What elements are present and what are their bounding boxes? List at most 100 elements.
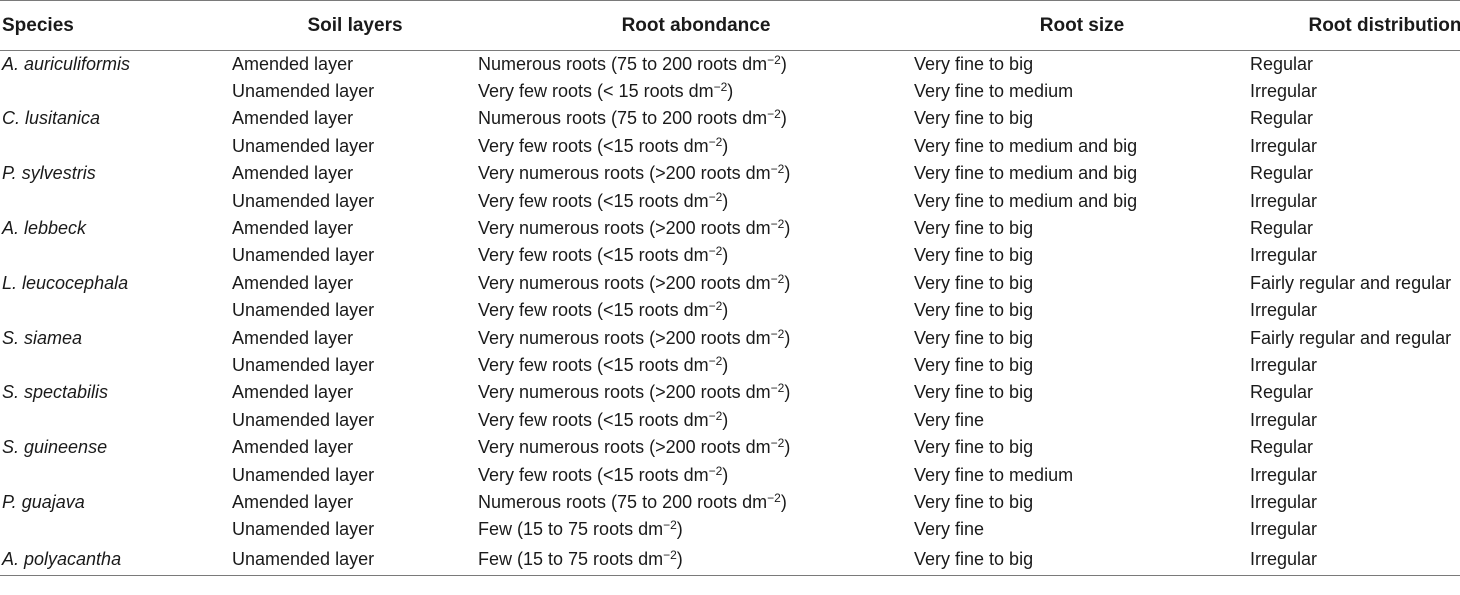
root-size-cell: Very fine to medium and big [914, 163, 1138, 184]
table-header: Species Soil layers Root abondance Root … [0, 0, 1460, 51]
root-abondance-cell: Numerous roots (75 to 200 roots dm−2) [478, 51, 914, 78]
root-abondance-cell: Very few roots (<15 roots dm−2) [478, 461, 914, 488]
root-size-cell: Very fine to big [914, 327, 1034, 348]
unit-exponent: −2 [708, 353, 723, 368]
header-root-distribution: Root distribution [1250, 0, 1460, 51]
soil-layer-cell: Unamended layer [232, 519, 375, 540]
root-abondance-cell: Very numerous roots (>200 roots dm−2) [478, 324, 914, 351]
species-cell: L. leucocephala [2, 272, 129, 293]
abondance-close: ) [676, 548, 683, 569]
root-distribution-cell: Fairly regular and regular [1250, 272, 1452, 293]
abondance-text: Very numerous roots (>200 roots dm [478, 272, 771, 293]
species-cell [0, 352, 232, 379]
unit-exponent: −2 [708, 299, 723, 314]
species-cell [0, 242, 232, 269]
unit-exponent: −2 [663, 547, 677, 562]
unit-exponent: −2 [770, 162, 785, 177]
abondance-text: Numerous roots (75 to 200 roots dm [478, 491, 768, 512]
table-row: Unamended layer Very few roots (<15 roots… [0, 461, 1460, 488]
root-abondance-cell: Very numerous roots (>200 roots dm−2) [478, 434, 914, 461]
root-size-cell: Very fine to big [914, 245, 1034, 266]
table-row: C. lusitanica Amended layer Numerous roots… [0, 105, 1460, 132]
root-size-cell: Very fine to big [914, 543, 1250, 576]
root-distribution-cell: Irregular [1250, 300, 1318, 321]
species-cell [0, 78, 232, 105]
soil-layer-cell: Unamended layer [232, 543, 478, 576]
abondance-close: ) [722, 135, 729, 156]
soil-layer-cell: Amended layer [232, 491, 354, 512]
root-distribution-cell: Regular [1250, 53, 1314, 74]
root-size-cell: Very fine to medium and big [914, 190, 1138, 211]
species-cell: C. lusitanica [2, 108, 101, 129]
abondance-text: Very numerous roots (>200 roots dm [478, 163, 771, 184]
unit-exponent: −2 [770, 436, 785, 451]
root-distribution-cell: Irregular [1250, 409, 1318, 430]
root-distribution-cell: Fairly regular and regular [1250, 327, 1452, 348]
root-abondance-cell: Few (15 to 75 roots dm−2) [478, 543, 914, 576]
root-abondance-cell: Very few roots (< 15 roots dm−2) [478, 78, 914, 105]
soil-layer-cell: Amended layer [232, 108, 354, 129]
root-abondance-cell: Very few roots (<15 roots dm−2) [478, 133, 914, 160]
root-characteristics-table: Species Soil layers Root abondance Root … [0, 0, 1460, 576]
header-row: Species Soil layers Root abondance Root … [0, 0, 1460, 51]
root-abondance-cell: Very few roots (<15 roots dm−2) [478, 187, 914, 214]
header-root-size: Root size [914, 0, 1250, 51]
root-distribution-cell: Irregular [1250, 464, 1318, 485]
abondance-text: Few (15 to 75 roots dm [478, 519, 664, 540]
abondance-text: Very few roots (<15 roots dm [478, 354, 709, 375]
root-size-cell: Very fine to big [914, 354, 1034, 375]
abondance-close: ) [722, 300, 729, 321]
unit-exponent: −2 [708, 463, 723, 478]
root-abondance-cell: Very few roots (<15 roots dm−2) [478, 297, 914, 324]
abondance-close: ) [780, 108, 787, 129]
unit-exponent: −2 [770, 381, 785, 396]
root-size-cell: Very fine [914, 519, 985, 540]
root-distribution-cell: Irregular [1250, 491, 1318, 512]
root-size-cell: Very fine to big [914, 108, 1034, 129]
species-cell [0, 133, 232, 160]
abondance-close: ) [784, 382, 791, 403]
root-abondance-cell: Very numerous roots (>200 roots dm−2) [478, 160, 914, 187]
root-abondance-cell: Very numerous roots (>200 roots dm−2) [478, 270, 914, 297]
abondance-close: ) [722, 464, 729, 485]
unit-exponent: −2 [770, 271, 785, 286]
root-abondance-cell: Very numerous roots (>200 roots dm−2) [478, 215, 914, 242]
root-distribution-cell: Regular [1250, 437, 1314, 458]
soil-layer-cell: Amended layer [232, 327, 354, 348]
abondance-text: Very numerous roots (>200 roots dm [478, 327, 771, 348]
unit-exponent: −2 [767, 107, 781, 122]
abondance-close: ) [784, 327, 791, 348]
species-cell: S. guineense [2, 437, 108, 458]
abondance-text: Very few roots (<15 roots dm [478, 409, 709, 430]
abondance-close: ) [722, 245, 729, 266]
soil-layer-cell: Amended layer [232, 382, 354, 403]
root-size-cell: Very fine to big [914, 53, 1034, 74]
abondance-text: Very numerous roots (>200 roots dm [478, 437, 771, 458]
root-abondance-cell: Numerous roots (75 to 200 roots dm−2) [478, 105, 914, 132]
soil-layer-cell: Unamended layer [232, 245, 375, 266]
root-distribution-cell: Irregular [1250, 519, 1318, 540]
abondance-text: Numerous roots (75 to 200 roots dm [478, 108, 768, 129]
abondance-close: ) [722, 190, 729, 211]
species-cell: A. auriculiformis [2, 53, 131, 74]
abondance-close: ) [722, 409, 729, 430]
unit-exponent: −2 [663, 518, 677, 533]
abondance-close: ) [784, 437, 791, 458]
abondance-text: Very few roots (<15 roots dm [478, 190, 709, 211]
soil-layer-cell: Unamended layer [232, 464, 375, 485]
soil-layer-cell: Unamended layer [232, 354, 375, 375]
header-soil-layers: Soil layers [232, 0, 478, 51]
root-abondance-cell: Numerous roots (75 to 200 roots dm−2) [478, 489, 914, 516]
abondance-close: ) [780, 491, 787, 512]
unit-exponent: −2 [713, 80, 728, 95]
root-size-cell: Very fine [914, 409, 985, 430]
species-cell: P. sylvestris [2, 163, 96, 184]
